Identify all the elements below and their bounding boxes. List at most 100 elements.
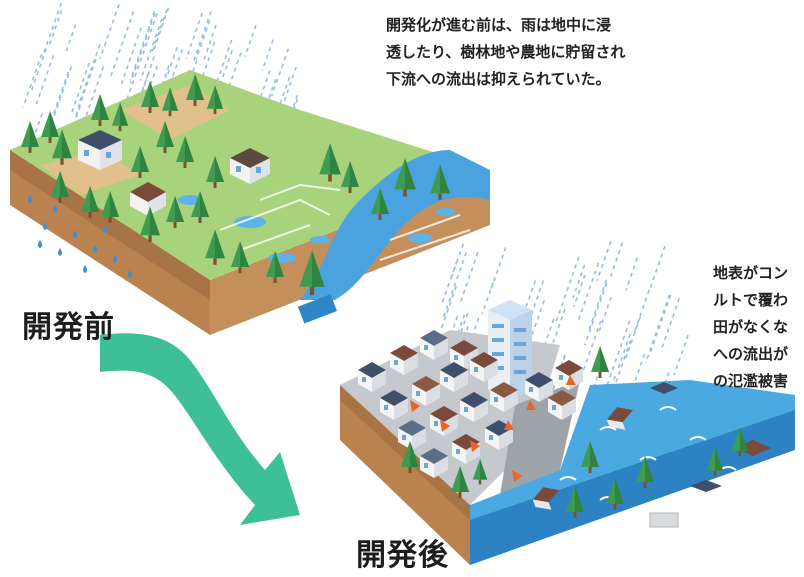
trees-before (21, 74, 450, 296)
caption-after: 地表がコン ルトで覆わ 田がなくな への流出が の氾濫被害 (713, 260, 788, 395)
rain-streak (609, 242, 624, 278)
house-icon (412, 376, 440, 406)
pond (234, 216, 266, 228)
raindrop-icon (73, 230, 77, 238)
rain-streak (139, 18, 163, 81)
rain-streak (168, 49, 183, 86)
house-icon (78, 130, 122, 170)
field-lines (219, 183, 471, 261)
house-icon (460, 392, 488, 422)
tree-icon (401, 441, 419, 473)
tree-icon (41, 111, 59, 143)
house-icon (470, 352, 498, 382)
tree-icon (52, 129, 72, 165)
house-icon (525, 372, 553, 402)
rain-streak (488, 246, 507, 294)
rain-streak (573, 274, 586, 307)
rain-streak (584, 282, 608, 346)
house-icon (430, 406, 458, 436)
tree-icon (166, 196, 184, 228)
rain-streak (195, 20, 211, 60)
raindrop-icon (93, 245, 97, 253)
tree-icon (101, 191, 119, 223)
tree-icon (21, 121, 39, 153)
tree-icon (566, 486, 584, 518)
rain-streak (109, 11, 135, 78)
river-front (297, 294, 338, 324)
raindrop-icon (103, 225, 107, 233)
town-houses (358, 330, 583, 478)
tree-icon (299, 250, 325, 296)
tree-icon (581, 441, 599, 473)
tree-icon (141, 81, 159, 113)
rain-streak (124, 42, 148, 105)
rain-streak (35, 55, 55, 105)
rain-streak (660, 298, 681, 349)
raindrop-icon (83, 265, 87, 273)
tree-icon (131, 146, 149, 178)
rain-streak (530, 300, 545, 337)
caption-after-line: ルトで覆わ (713, 291, 789, 309)
house-icon (390, 345, 418, 375)
before-development-scene (10, 70, 490, 335)
tree-icon (81, 186, 99, 218)
rain-streak (606, 320, 631, 387)
tree-icon (186, 74, 204, 106)
tree-icon (636, 456, 654, 488)
caption-after-line: の氾濫被害 (713, 372, 789, 390)
rain-streak (270, 48, 290, 97)
rain-streak (47, 9, 63, 48)
rain-streak (542, 308, 566, 372)
rain-streak (201, 25, 217, 64)
raindrop-icon (58, 248, 62, 256)
tree-icon (231, 241, 249, 273)
house-icon (230, 148, 270, 184)
house-icon (555, 360, 583, 390)
house-icon (532, 487, 560, 510)
rain-streak (85, 66, 105, 118)
rain-streak (440, 286, 457, 329)
rain-streak (481, 282, 495, 315)
caption-after-line: 田がなくな (713, 318, 789, 336)
pond (436, 208, 456, 216)
house-icon (358, 362, 386, 392)
tree-icon (111, 102, 129, 132)
tree-icon (606, 478, 624, 510)
rain-streak (459, 252, 479, 303)
tree-icon (451, 466, 469, 498)
house-icon (398, 420, 426, 450)
rain-streak (648, 245, 666, 290)
raindrop-icon (28, 195, 32, 203)
rain-streak (192, 11, 212, 62)
raindrop-icon (128, 270, 132, 278)
caption-before-line: 開発化が進む前は、雨は地中に浸 (386, 16, 612, 34)
pond (178, 195, 202, 205)
rain-streak (201, 41, 216, 80)
raindrop-icon (113, 255, 117, 263)
tree-icon (161, 87, 179, 117)
rain-streak (582, 320, 602, 372)
rain-streak (145, 13, 158, 46)
house-icon (420, 448, 448, 478)
rain-streak (70, 62, 90, 116)
trees-after (401, 346, 749, 518)
house-icon (548, 390, 576, 420)
tree-icon (341, 161, 359, 193)
rain-streak (64, 24, 77, 55)
rain-streak (572, 264, 586, 299)
tree-icon (156, 121, 174, 153)
rain-streak (174, 59, 198, 121)
rain-streak (120, 27, 142, 85)
flood-water (470, 380, 795, 520)
tree-icon (472, 458, 488, 485)
rain-streak (281, 66, 298, 107)
tree-icon (91, 94, 109, 126)
caption-before-line: 下流への流出は抑えられていた。 (386, 70, 611, 88)
rain-streak (616, 333, 632, 372)
rain-streak (42, 2, 63, 55)
rain-streak (261, 39, 274, 71)
pond (408, 233, 432, 243)
raindrop-icon (38, 240, 42, 248)
label-after-development: 開発後 (356, 538, 449, 573)
